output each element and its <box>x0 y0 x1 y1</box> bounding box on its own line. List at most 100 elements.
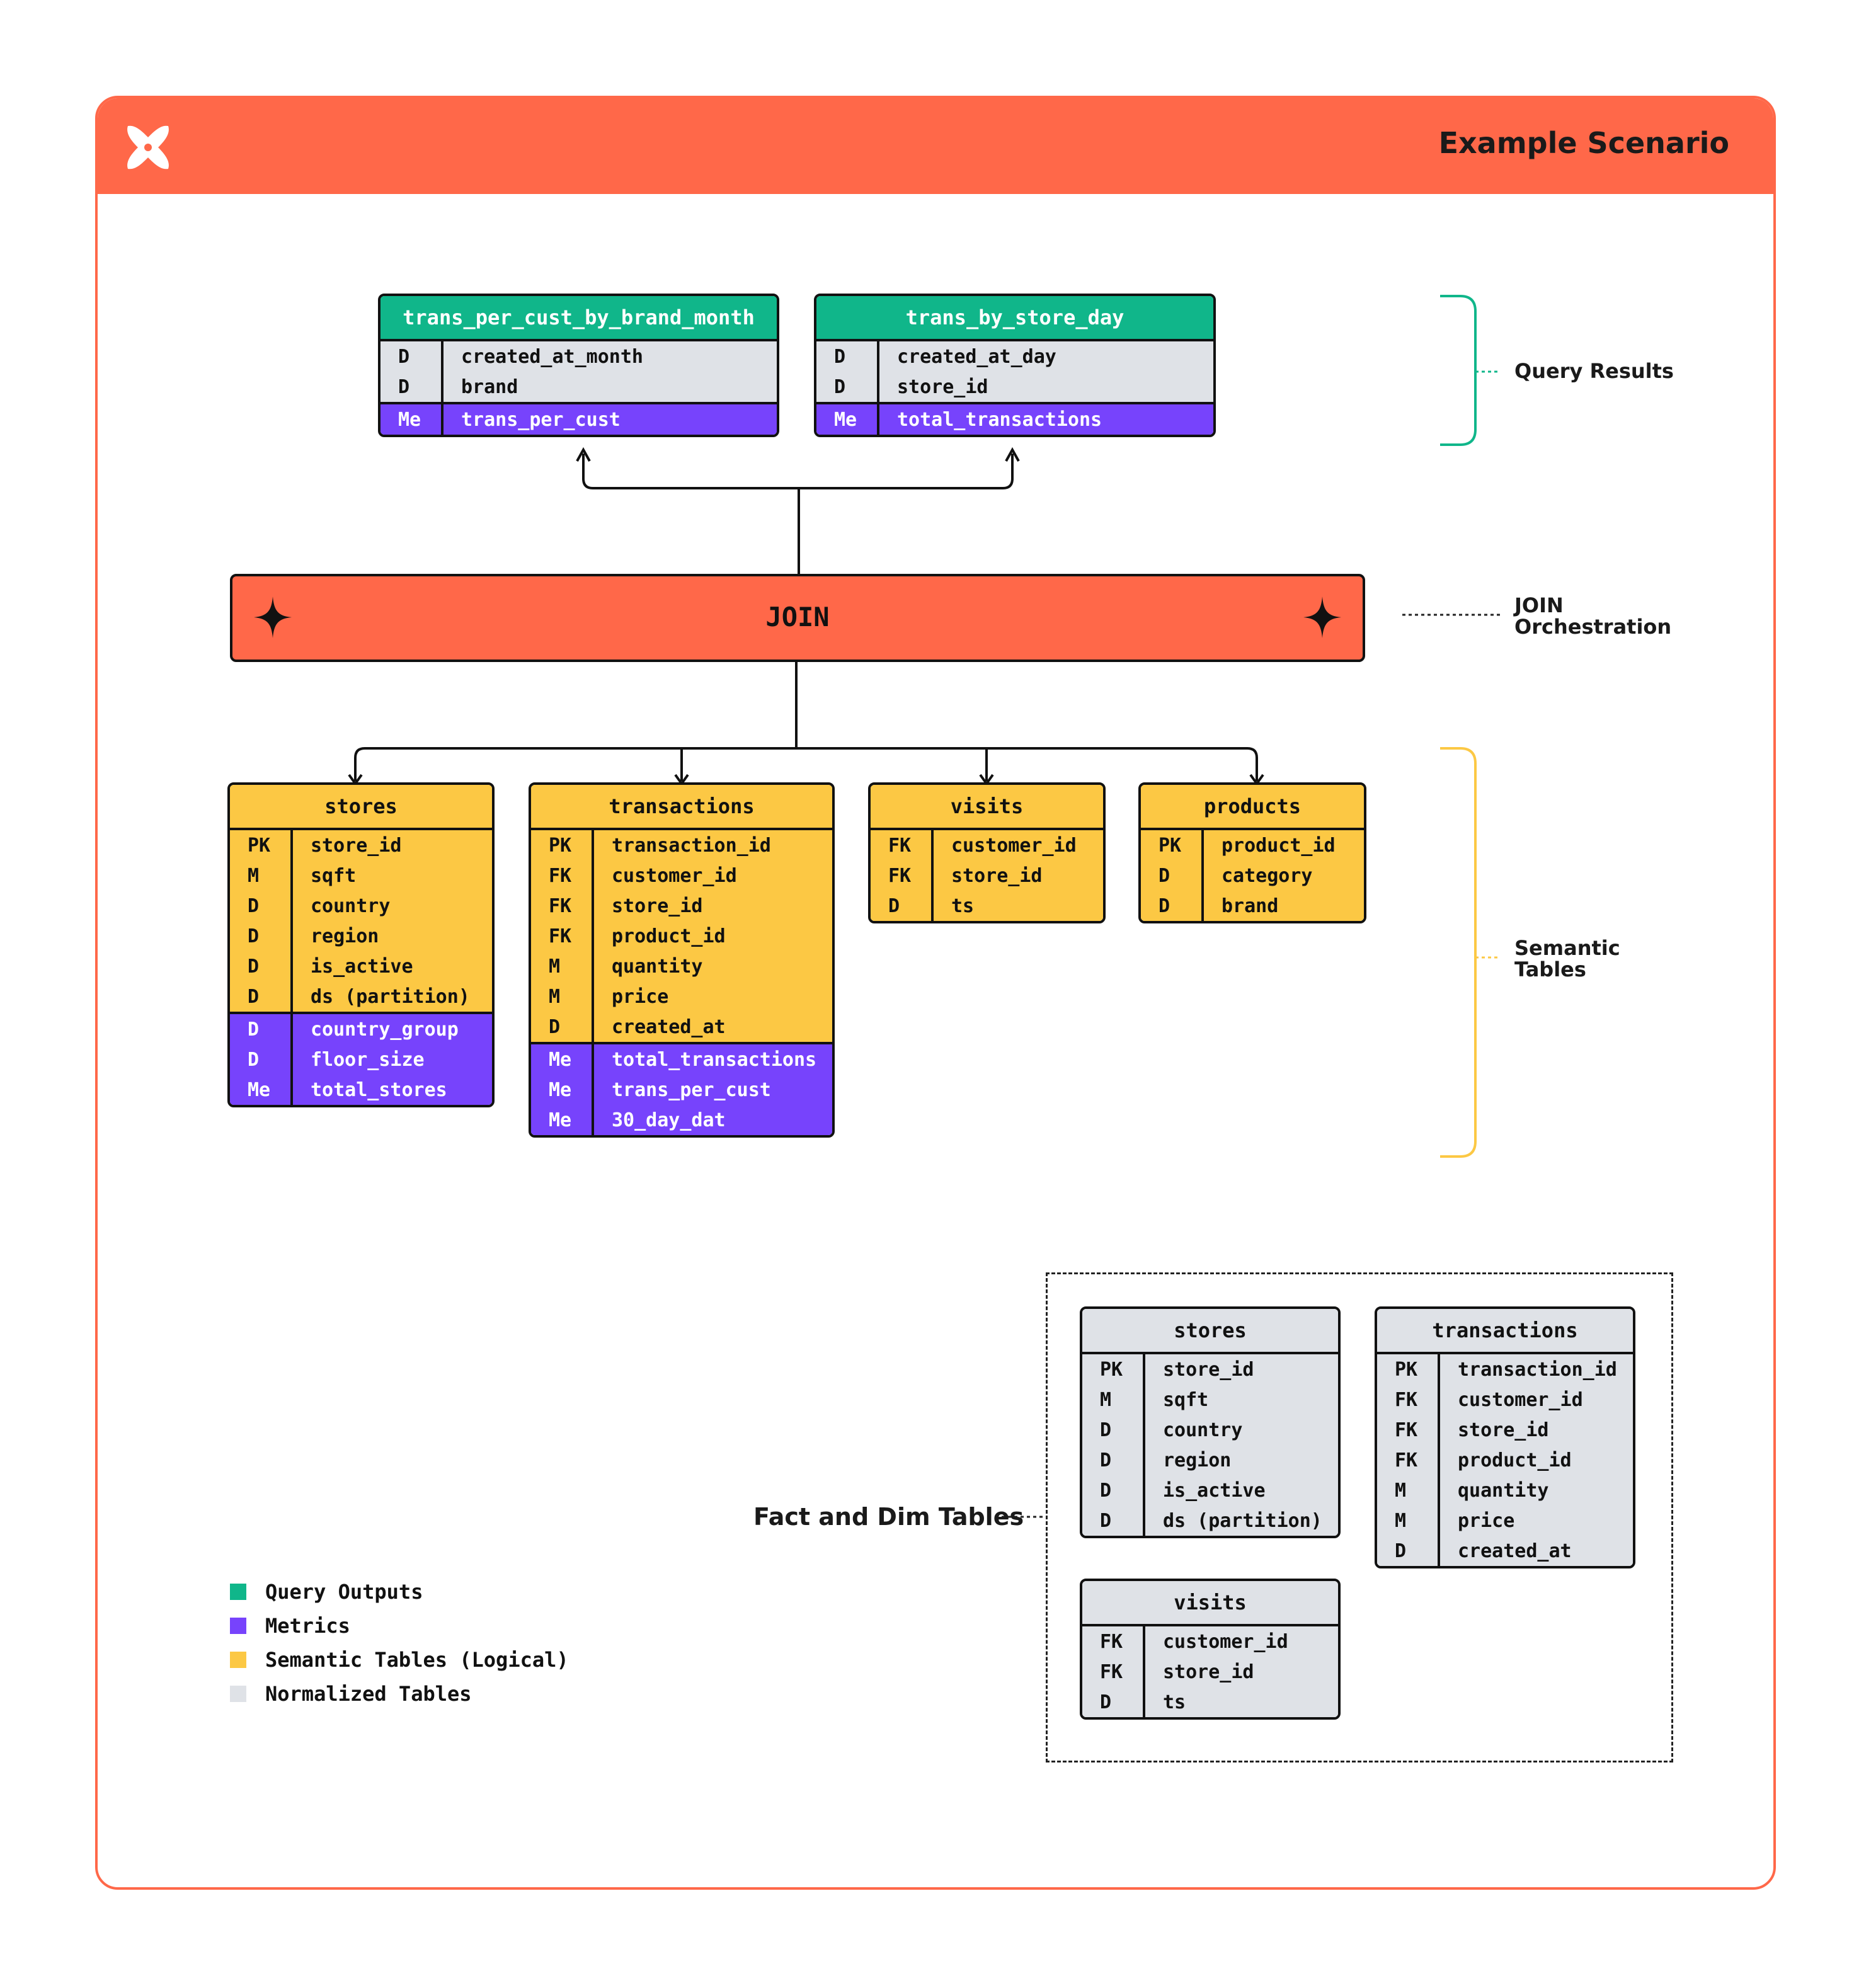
field-key: D <box>1395 1540 1407 1562</box>
scenario-title: Example Scenario <box>1438 126 1729 160</box>
metric-key: Me <box>549 1078 572 1101</box>
field-key: FK <box>549 925 572 947</box>
scenario-header: Example Scenario <box>98 98 1773 194</box>
field-key: FK <box>549 864 572 887</box>
field-name: created_at <box>1458 1540 1572 1562</box>
field-name: product_id <box>612 925 726 947</box>
field-key: D <box>248 894 260 917</box>
field-name: created_at <box>612 1015 726 1038</box>
field-key: D <box>1100 1509 1112 1532</box>
semantic-tables-label: Semantic Tables <box>1514 937 1620 980</box>
legend: Query Outputs Metrics Semantic Tables (L… <box>230 1575 569 1711</box>
metric-key: D <box>248 1048 260 1071</box>
field-name: country <box>1163 1419 1243 1441</box>
dbt-logo-icon <box>127 125 169 169</box>
join-label: JOIN <box>765 602 830 632</box>
field-key: D <box>398 375 410 398</box>
semantic-table-products: products PK D D product_id category bran… <box>1138 782 1366 923</box>
legend-item-metrics: Metrics <box>230 1609 569 1643</box>
query-results-label: Query Results <box>1514 359 1674 383</box>
field-key: M <box>1395 1479 1407 1502</box>
field-name: store_id <box>1163 1358 1254 1381</box>
field-key: D <box>248 985 260 1008</box>
field-key: M <box>1395 1509 1407 1532</box>
field-name: created_at_month <box>461 345 643 368</box>
field-name: store_id <box>897 375 988 398</box>
field-key: D <box>398 345 410 368</box>
table-title: visits <box>1082 1581 1338 1626</box>
field-key: D <box>1159 864 1170 887</box>
field-name: category <box>1222 864 1313 887</box>
legend-swatch <box>230 1584 246 1600</box>
field-name: transaction_id <box>1458 1358 1617 1381</box>
metric-name: total_transactions <box>897 408 1102 431</box>
field-name: customer_id <box>612 864 737 887</box>
join-bar: JOIN <box>230 574 1365 662</box>
query-table-trans-per-cust-by-brand-month: trans_per_cust_by_brand_month D D create… <box>378 294 779 437</box>
field-key: M <box>248 864 260 887</box>
field-key: D <box>1100 1691 1112 1713</box>
field-name: ds (partition) <box>311 985 470 1008</box>
metric-key: Me <box>398 408 421 431</box>
semantic-table-stores: stores PK M D D D D store_id sqft countr… <box>227 782 495 1107</box>
field-name: is_active <box>311 955 413 978</box>
metric-name: country_group <box>311 1018 459 1041</box>
legend-swatch <box>230 1652 246 1668</box>
field-name: product_id <box>1458 1449 1572 1471</box>
legend-swatch <box>230 1618 246 1634</box>
frame-body-top <box>98 194 1773 232</box>
semantic-bracket <box>1440 747 1477 1158</box>
fact-dim-box <box>1046 1272 1673 1762</box>
field-key: FK <box>888 864 912 887</box>
field-name: price <box>1458 1509 1515 1532</box>
field-name: price <box>612 985 669 1008</box>
field-key: D <box>834 375 846 398</box>
field-name: ds (partition) <box>1163 1509 1322 1532</box>
table-title: transactions <box>531 785 832 830</box>
query-table-trans-by-store-day: trans_by_store_day D D created_at_day st… <box>814 294 1216 437</box>
semantic-label-line1: Semantic <box>1514 936 1620 960</box>
join-to-results-line <box>582 454 1014 574</box>
field-key: D <box>834 345 846 368</box>
field-name: ts <box>951 894 975 917</box>
semantic-table-transactions: transactions PK FK FK FK M M D transacti… <box>529 782 835 1138</box>
fact-dim-label: Fact and Dim Tables <box>753 1503 1024 1531</box>
field-name: customer_id <box>1458 1388 1583 1411</box>
field-key: D <box>1100 1419 1112 1441</box>
legend-item-query-outputs: Query Outputs <box>230 1575 569 1609</box>
legend-item-normalized: Normalized Tables <box>230 1677 569 1711</box>
field-name: sqft <box>1163 1388 1209 1411</box>
sparkle-icon <box>1303 597 1341 638</box>
field-key: FK <box>549 894 572 917</box>
field-name: customer_id <box>1163 1630 1288 1653</box>
join-side-label-line1: JOIN <box>1514 593 1564 617</box>
field-key: FK <box>1395 1388 1418 1411</box>
metric-key: Me <box>549 1109 572 1131</box>
field-key: FK <box>888 834 912 857</box>
metric-key: Me <box>834 408 857 431</box>
field-key: PK <box>1100 1358 1123 1381</box>
table-title: trans_per_cust_by_brand_month <box>380 296 777 341</box>
field-key: FK <box>1100 1660 1123 1683</box>
table-title: visits <box>871 785 1103 830</box>
metric-key: Me <box>248 1078 271 1101</box>
field-key: PK <box>549 834 572 857</box>
field-key: FK <box>1100 1630 1123 1653</box>
fact-table-transactions: transactions PK FK FK FK M M D transacti… <box>1375 1306 1635 1568</box>
field-key: D <box>1100 1479 1112 1502</box>
field-name: region <box>1163 1449 1232 1471</box>
field-name: store_id <box>612 894 703 917</box>
table-title: stores <box>1082 1309 1338 1354</box>
field-name: customer_id <box>951 834 1077 857</box>
field-name: created_at_day <box>897 345 1056 368</box>
field-key: D <box>888 894 900 917</box>
metric-name: 30_day_dat <box>612 1109 726 1131</box>
field-key: D <box>1159 894 1170 917</box>
metric-name: trans_per_cust <box>612 1078 771 1101</box>
field-name: transaction_id <box>612 834 771 857</box>
metric-name: total_stores <box>311 1078 447 1101</box>
legend-label: Semantic Tables (Logical) <box>265 1648 569 1672</box>
fact-table-visits: visits FK FK D customer_id store_id ts <box>1080 1579 1341 1720</box>
semantic-label-line2: Tables <box>1514 957 1586 981</box>
